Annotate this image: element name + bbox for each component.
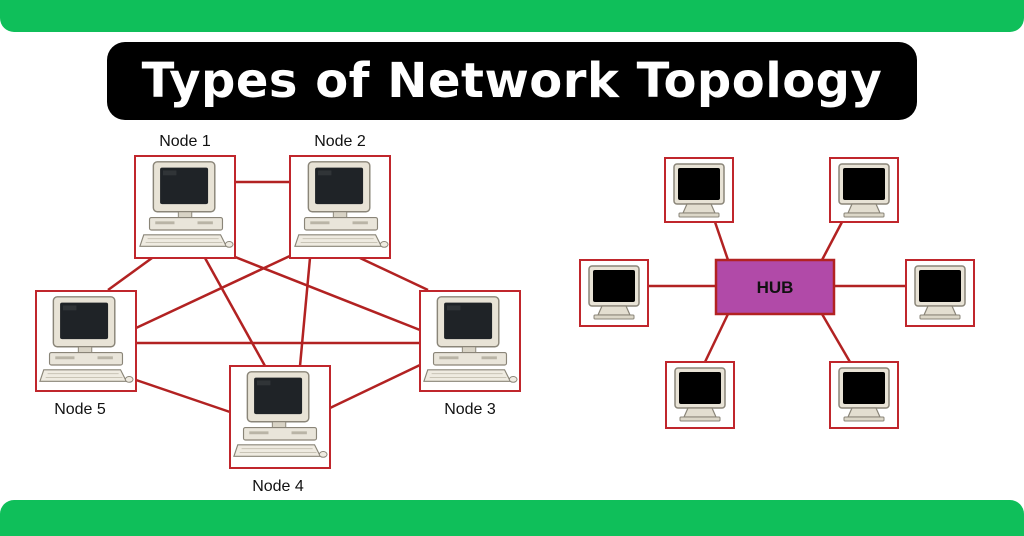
hub-label: HUB bbox=[757, 278, 794, 297]
mesh-link-4-3 bbox=[329, 363, 421, 410]
node-3-label: Node 3 bbox=[444, 401, 496, 418]
mesh-topology: Node 1 Node 2 Node 5 Node 3 Node 4 bbox=[35, 133, 521, 495]
star-node-right bbox=[905, 259, 975, 327]
mesh-link-5-4 bbox=[135, 378, 231, 414]
bottom-green-band bbox=[0, 500, 1024, 536]
title-banner: Types of Network Topology bbox=[107, 42, 917, 120]
mesh-link-1-4 bbox=[203, 257, 267, 367]
hub: HUB bbox=[714, 258, 836, 316]
star-node-top-right bbox=[829, 157, 899, 223]
mesh-link-2-5 bbox=[135, 253, 293, 330]
star-topology: HUB bbox=[579, 157, 975, 429]
star-links bbox=[648, 221, 906, 363]
mesh-link-1-3 bbox=[229, 253, 421, 332]
page-title: Types of Network Topology bbox=[141, 53, 883, 109]
star-link-top-right bbox=[820, 221, 844, 261]
node-4-label: Node 4 bbox=[252, 478, 304, 495]
star-node-top-left bbox=[664, 157, 734, 223]
mesh-node-5: Node 5 bbox=[35, 290, 137, 418]
star-node-bottom-right bbox=[829, 361, 899, 429]
node-5-label: Node 5 bbox=[54, 401, 106, 418]
node-2-label: Node 2 bbox=[314, 133, 366, 150]
mesh-node-1: Node 1 bbox=[134, 133, 236, 259]
mesh-link-2-4 bbox=[298, 257, 312, 367]
node-1-label: Node 1 bbox=[159, 133, 211, 150]
mesh-links bbox=[107, 180, 429, 414]
mesh-node-4: Node 4 bbox=[229, 365, 331, 495]
star-link-top-left bbox=[713, 221, 730, 261]
star-node-bottom-left bbox=[665, 361, 735, 429]
mesh-link-1-5 bbox=[107, 256, 153, 292]
star-node-left bbox=[579, 259, 649, 327]
mesh-node-2: Node 2 bbox=[289, 133, 391, 259]
mesh-link-2-3 bbox=[359, 256, 429, 292]
top-green-band bbox=[0, 0, 1024, 32]
star-link-bottom-right bbox=[820, 313, 852, 363]
mesh-node-3: Node 3 bbox=[419, 290, 521, 418]
star-link-bottom-left bbox=[703, 313, 730, 363]
